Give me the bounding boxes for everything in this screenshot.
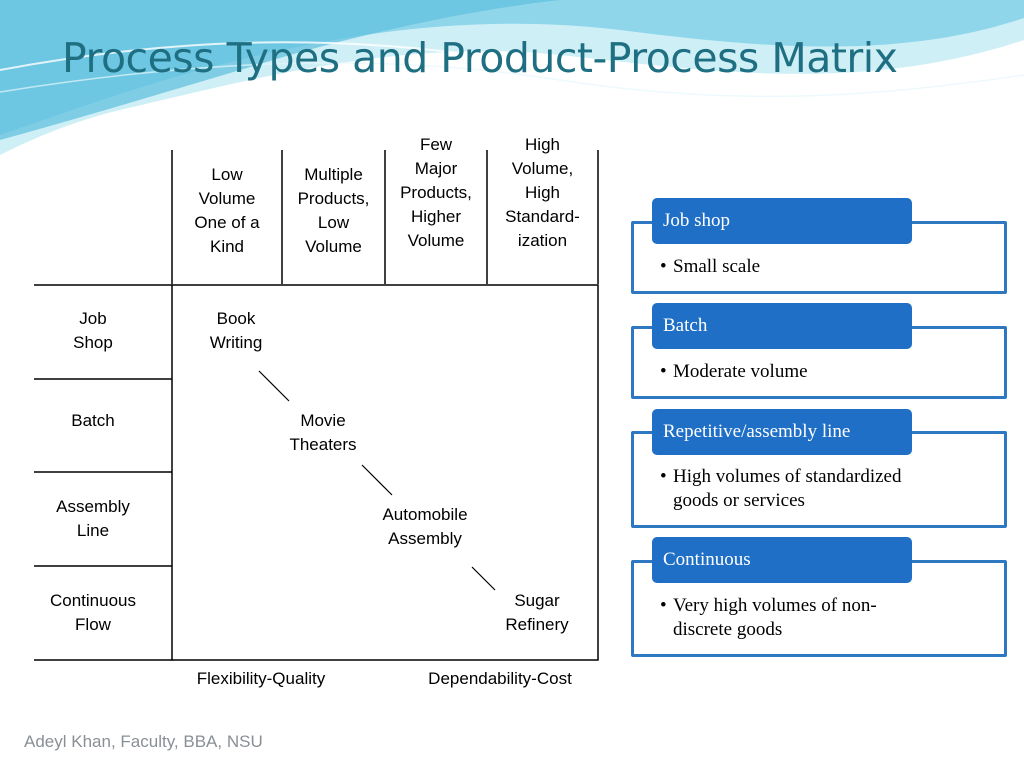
process-card-body: Very high volumes of non-discrete goods: [660, 594, 990, 642]
bullet-text: Very high volumes of non-discrete goods: [660, 594, 990, 642]
process-card-title: Batch: [652, 303, 912, 349]
process-card-title: Repetitive/assembly line: [652, 409, 912, 455]
text-line: Very high volumes of non-: [673, 595, 877, 616]
text-line: Theaters: [289, 435, 357, 454]
diagonal-connector: [471, 566, 496, 591]
text-line: Writing: [209, 333, 263, 352]
process-card-body: Small scale: [660, 255, 990, 279]
text-line: Standard-: [505, 207, 580, 226]
text-line: High volumes of standardized: [673, 466, 902, 487]
text-line: Continuous: [49, 591, 136, 610]
slide-title: Process Types and Product-Process Matrix: [62, 34, 898, 82]
row-header: Batch: [34, 409, 152, 433]
bullet-text: High volumes of standardized goods or ser…: [660, 465, 990, 513]
text-line: Volume,: [511, 159, 574, 178]
text-line: Refinery: [505, 615, 569, 634]
text-line: High: [525, 135, 560, 154]
text-line: Flow: [75, 615, 111, 634]
text-line: goods or services: [673, 490, 805, 511]
text-line: Multiple: [304, 165, 363, 184]
bottom-right-label: Dependability-Cost: [428, 669, 572, 688]
process-card-title: Job shop: [652, 198, 912, 244]
text-line: Sugar: [514, 591, 560, 610]
text-line: Book: [216, 309, 256, 328]
wave-background: [0, 0, 1024, 155]
text-line: Few: [419, 135, 453, 154]
process-card-title: Continuous: [652, 537, 912, 583]
text-line: Movie: [300, 411, 346, 430]
text-line: Low: [317, 213, 350, 232]
text-line: Line: [76, 521, 110, 540]
slide-footer: Adeyl Khan, Faculty, BBA, NSU: [24, 732, 263, 751]
text-line: Small scale: [673, 256, 761, 277]
text-line: discrete goods: [673, 619, 783, 640]
process-card-body: Moderate volume: [660, 360, 990, 384]
text-line: Automobile: [382, 505, 468, 524]
text-line: Job: [79, 309, 107, 328]
text-line: Volume: [305, 237, 362, 256]
text-line: Products,: [297, 189, 370, 208]
matrix-box: [171, 284, 599, 661]
text-line: Major: [414, 159, 458, 178]
text-line: High: [525, 183, 560, 202]
text-line: Volume: [407, 231, 465, 250]
text-line: Volume: [198, 189, 256, 208]
text-line: Products,: [400, 183, 472, 202]
text-line: Batch: [71, 411, 115, 430]
process-card-body: High volumes of standardized goods or ser…: [660, 465, 990, 513]
diagonal-connector: [258, 370, 290, 402]
text-line: Assembly: [56, 497, 130, 516]
text-line: Kind: [209, 237, 245, 256]
diagonal-connector: [361, 464, 393, 496]
text-line: One of a: [194, 213, 260, 232]
text-line: Assembly: [388, 529, 462, 548]
text-line: ization: [517, 231, 568, 250]
text-line: Low: [211, 165, 243, 184]
bottom-left-label: Flexibility-Quality: [196, 669, 326, 688]
text-line: Moderate volume: [673, 361, 808, 382]
bullet-text: Small scale: [660, 255, 990, 279]
text-line: Higher: [410, 207, 462, 226]
bullet-text: Moderate volume: [660, 360, 990, 384]
text-line: Shop: [73, 333, 113, 352]
